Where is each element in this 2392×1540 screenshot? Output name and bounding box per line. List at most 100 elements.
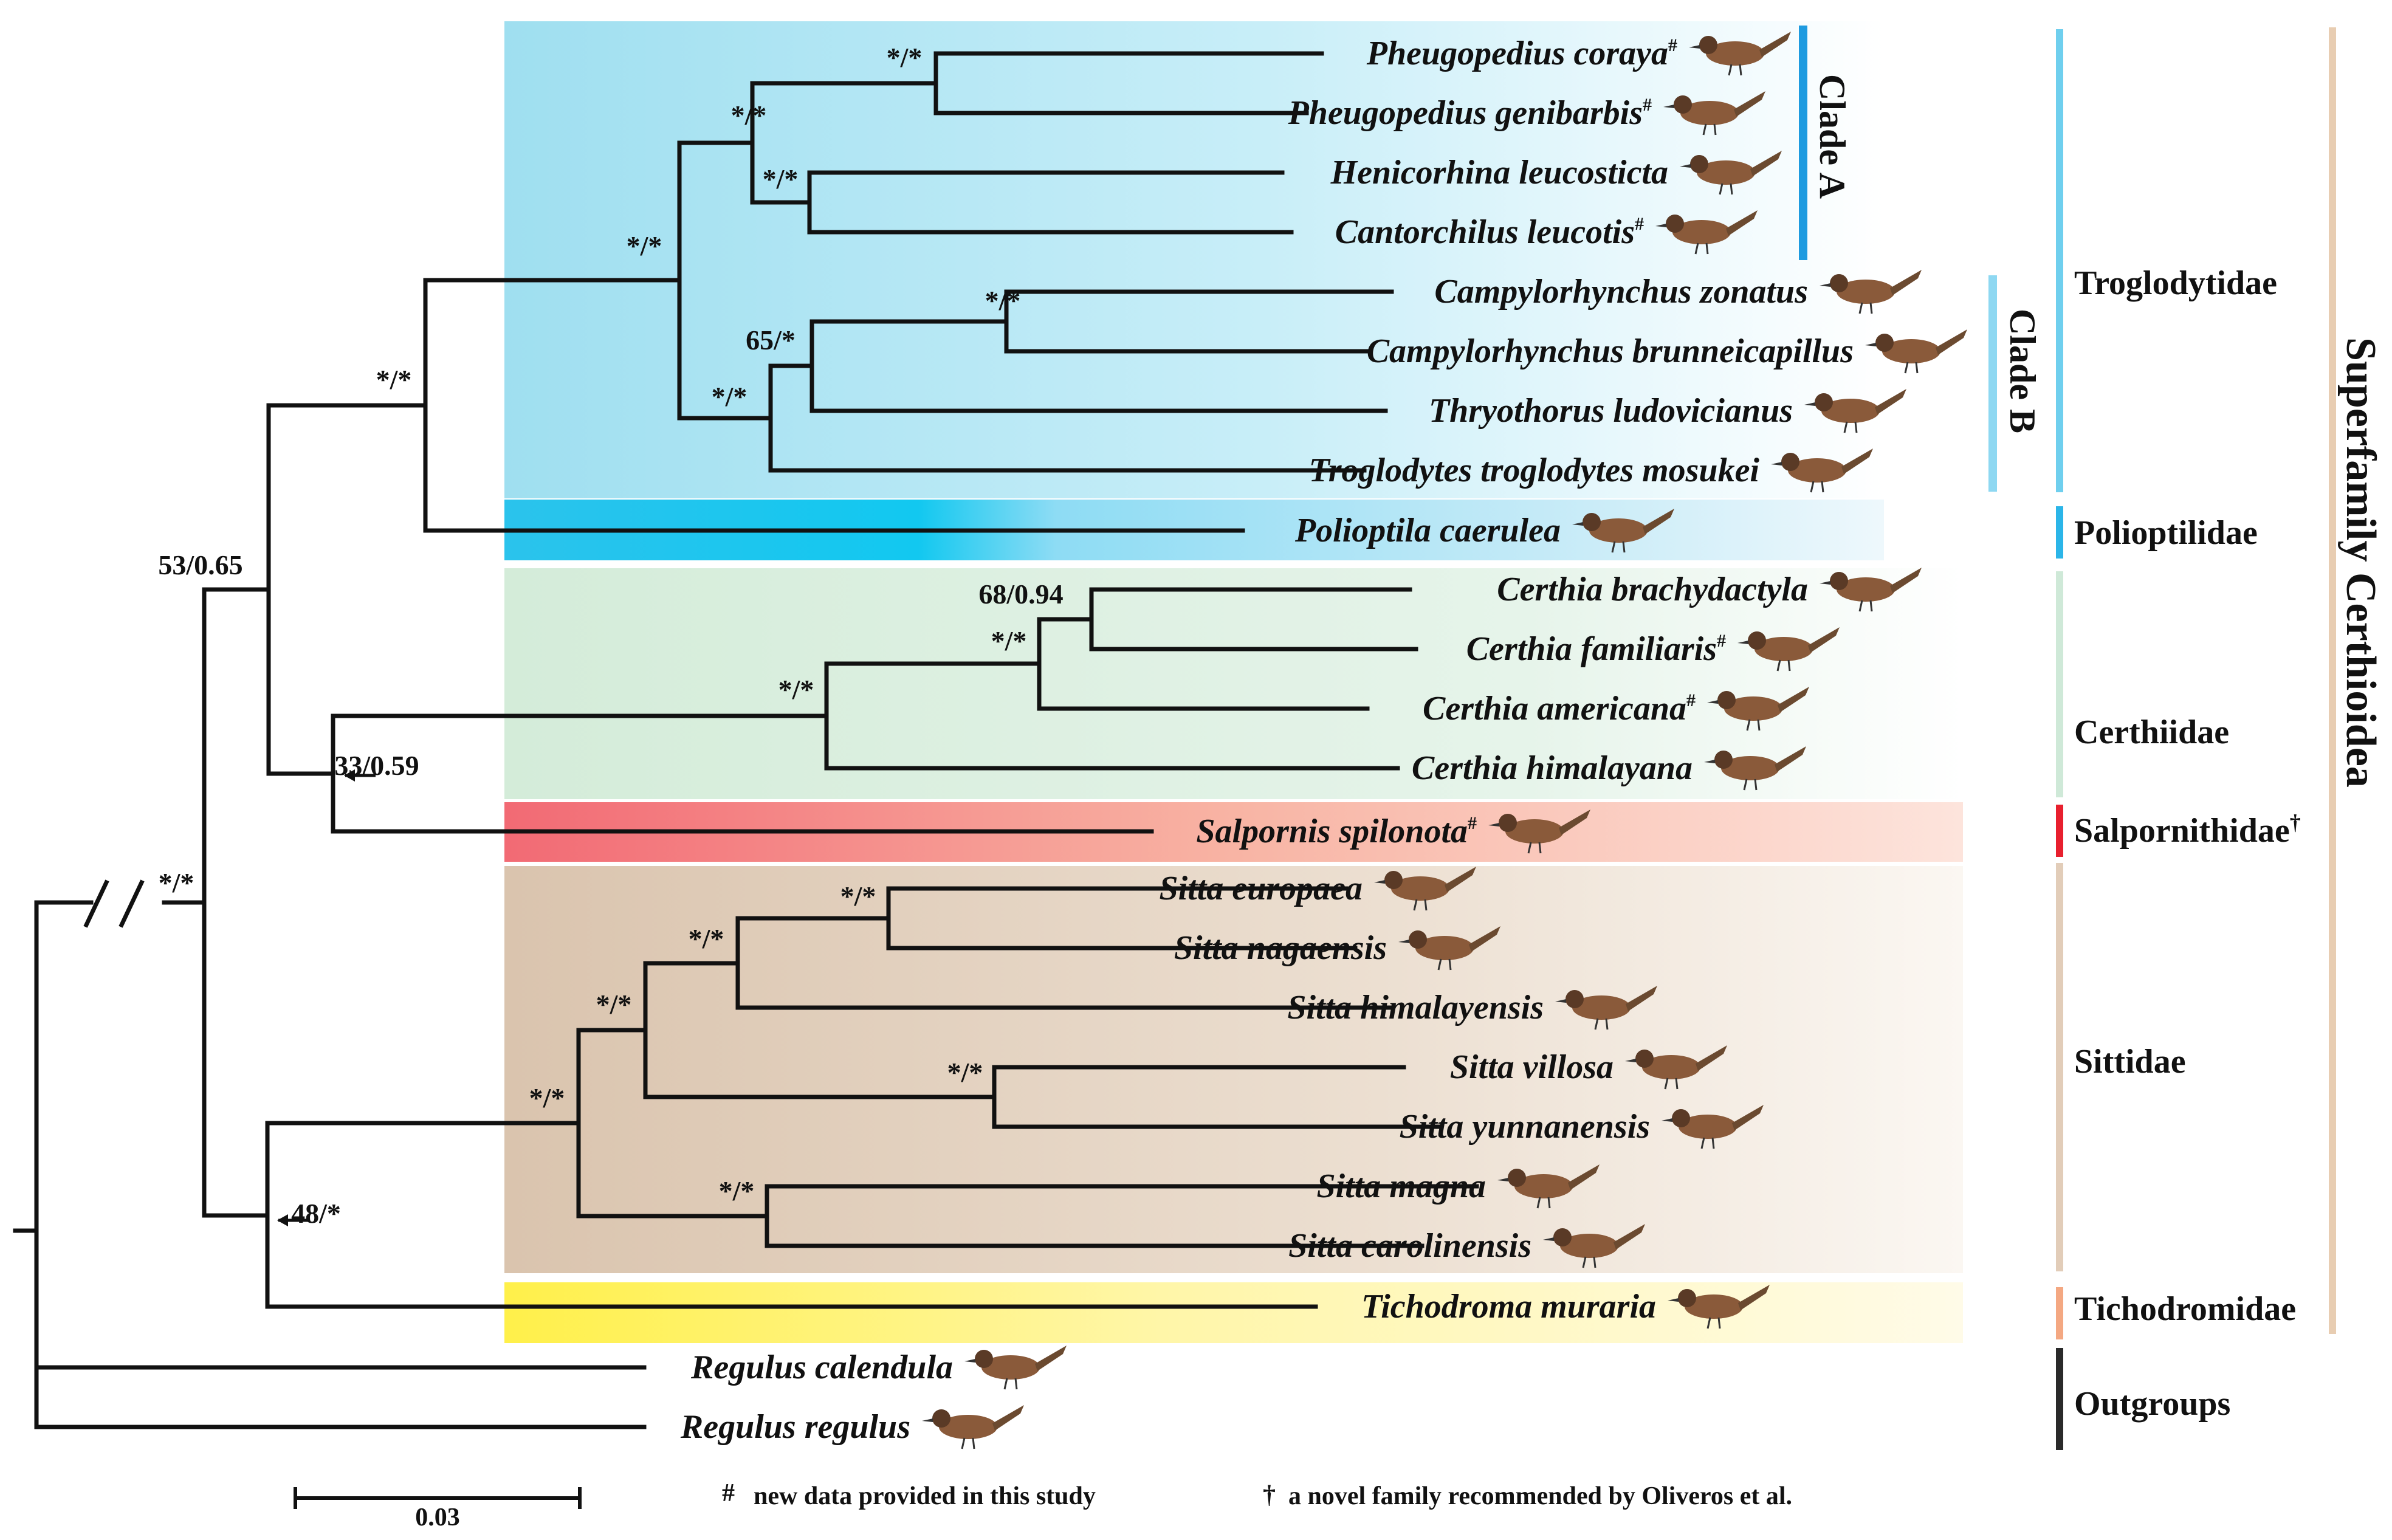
clade-b-bar [1988, 275, 1997, 492]
taxon-label: Pheugopedius coraya# [1366, 35, 1677, 72]
taxon-name: Sitta nagaensis [1174, 929, 1387, 967]
taxon-name: Salpornis spilonota [1196, 813, 1468, 850]
support-value: 65/* [746, 325, 796, 356]
family-bar-polioptilidae [2056, 506, 2063, 559]
taxon-label: Regulus regulus [680, 1408, 910, 1446]
scale-bar-label: 0.03 [415, 1504, 460, 1531]
tree-branches [13, 51, 1479, 1429]
taxon-name: Sitta carolinensis [1288, 1227, 1531, 1265]
taxon-name: Certhia brachydactyla [1497, 571, 1808, 608]
dagger-mark: † [2290, 810, 2301, 834]
taxon-name: Regulus regulus [680, 1408, 910, 1446]
new-data-mark: # [1717, 631, 1726, 651]
bird-icon [1668, 1285, 1770, 1329]
bird-icon [1707, 687, 1809, 731]
family-label-outgroups: Outgroups [2074, 1385, 2230, 1423]
taxon-label: Tichodroma muraria [1361, 1288, 1656, 1325]
bird-icon [1398, 926, 1500, 971]
support-value: */* [159, 867, 194, 898]
bird-illustrations [922, 32, 1967, 1449]
family-label-sittidae: Sittidae [2074, 1043, 2186, 1081]
taxon-name: Pheugopedius coraya [1366, 35, 1668, 72]
tichodromidae-band [504, 1282, 1963, 1343]
taxon-label: Campylorhynchus zonatus [1434, 273, 1808, 311]
family-label-tichodromidae: Tichodromidae [2074, 1290, 2296, 1328]
taxon-label: Thryothorus ludovicianus [1429, 392, 1793, 430]
taxon-label: Sitta yunnanensis [1400, 1108, 1650, 1146]
taxon-label: Cantorchilus leucotis# [1335, 213, 1644, 251]
family-label-salpornithidae: Salpornithidae† [2074, 810, 2301, 850]
support-value: */* [840, 881, 876, 912]
support-value: 53/0.65 [158, 549, 242, 580]
taxon-label: Pheugopedius genibarbis# [1288, 94, 1652, 132]
family-label-troglodytidae: Troglodytidae [2074, 264, 2277, 302]
taxon-name: Sitta himalayensis [1287, 989, 1544, 1026]
taxon-label: Certhia familiaris# [1466, 630, 1726, 668]
taxon-name: Troglodytes troglodytes mosukei [1309, 452, 1760, 489]
family-bar-sittidae [2056, 863, 2063, 1271]
taxon-label: Certhia americana# [1423, 690, 1696, 727]
taxon-name: Sitta europaea [1160, 870, 1363, 907]
new-data-mark: # [1643, 95, 1652, 115]
support-value: */* [712, 381, 747, 412]
taxon-label: Troglodytes troglodytes mosukei [1309, 452, 1760, 489]
taxon-name: Polioptila caerulea [1294, 512, 1561, 549]
support-value: */* [778, 674, 814, 705]
taxon-label: Sitta nagaensis [1174, 929, 1387, 967]
arrowhead-48 [277, 1214, 288, 1226]
taxon-name: Cantorchilus leucotis [1335, 213, 1635, 251]
sittidae-band [504, 866, 1963, 1273]
bird-icon [1497, 1164, 1600, 1209]
taxon-name: Certhia himalayana [1412, 749, 1693, 787]
family-bar-salpornithidae [2056, 805, 2063, 857]
taxon-label: Salpornis spilonota# [1196, 813, 1477, 850]
bird-icon [1680, 151, 1782, 195]
support-value: 68/0.94 [978, 579, 1063, 610]
bird-icon [1572, 509, 1674, 553]
family-label-polioptilidae: Polioptilidae [2074, 514, 2258, 552]
bird-icon [964, 1346, 1067, 1390]
support-value: */* [985, 285, 1021, 316]
break-mark [119, 879, 145, 928]
legend-dagger-text: a novel family recommended by Oliveros e… [1288, 1482, 1792, 1510]
taxon-label: Henicorhina leucosticta [1330, 154, 1668, 191]
salpornithidae-name: Salpornithidae [2074, 812, 2290, 850]
taxon-name: Tichodroma muraria [1361, 1288, 1656, 1325]
support-value: */* [763, 163, 799, 194]
clade-a-label: Clade A [1812, 74, 1852, 199]
family-bar-outgroups [2056, 1348, 2063, 1450]
support-value: */* [627, 230, 662, 261]
taxon-name: Thryothorus ludovicianus [1429, 392, 1793, 430]
bird-icon [1820, 568, 1922, 612]
support-value: */* [887, 42, 923, 73]
bird-icon [1625, 1045, 1727, 1090]
scale-bar: 0.03 [294, 1487, 582, 1531]
bird-icon [922, 1405, 1024, 1449]
bird-icon [1662, 1105, 1764, 1149]
bird-icon [1655, 210, 1758, 255]
support-values: */* */* */* */* */* 65/* */* */* 53/0.65 68/0.94 *… [158, 42, 1063, 1229]
support-value: */* [731, 100, 767, 131]
legend-hash-text: new data provided in this study [754, 1482, 1096, 1510]
taxon-name: Sitta villosa [1450, 1048, 1614, 1086]
taxon-label: Regulus calendula [690, 1349, 953, 1386]
bird-icon [1555, 986, 1657, 1030]
bird-icon [1488, 810, 1590, 854]
legend-dagger-symbol: † [1263, 1481, 1276, 1509]
bird-icon [1543, 1224, 1645, 1268]
taxon-name: Certhia americana [1423, 690, 1686, 727]
taxon-name: Sitta magna [1316, 1167, 1486, 1205]
taxon-name: Sitta yunnanensis [1400, 1108, 1650, 1146]
taxon-name: Regulus calendula [690, 1349, 953, 1386]
bird-icon [1804, 389, 1906, 433]
bird-icon [1704, 746, 1806, 791]
bird-icon [1820, 270, 1922, 314]
family-bar-troglodytidae [2056, 29, 2063, 492]
family-label-certhiidae: Certhiidae [2074, 713, 2229, 751]
new-data-mark: # [1468, 813, 1477, 833]
taxon-label: Sitta carolinensis [1288, 1227, 1531, 1265]
taxon-label: Campylorhynchus brunneicapillus [1367, 332, 1854, 370]
bird-icon [1737, 627, 1840, 672]
bird-icon [1865, 329, 1967, 374]
taxon-label: Sitta magna [1316, 1167, 1486, 1205]
